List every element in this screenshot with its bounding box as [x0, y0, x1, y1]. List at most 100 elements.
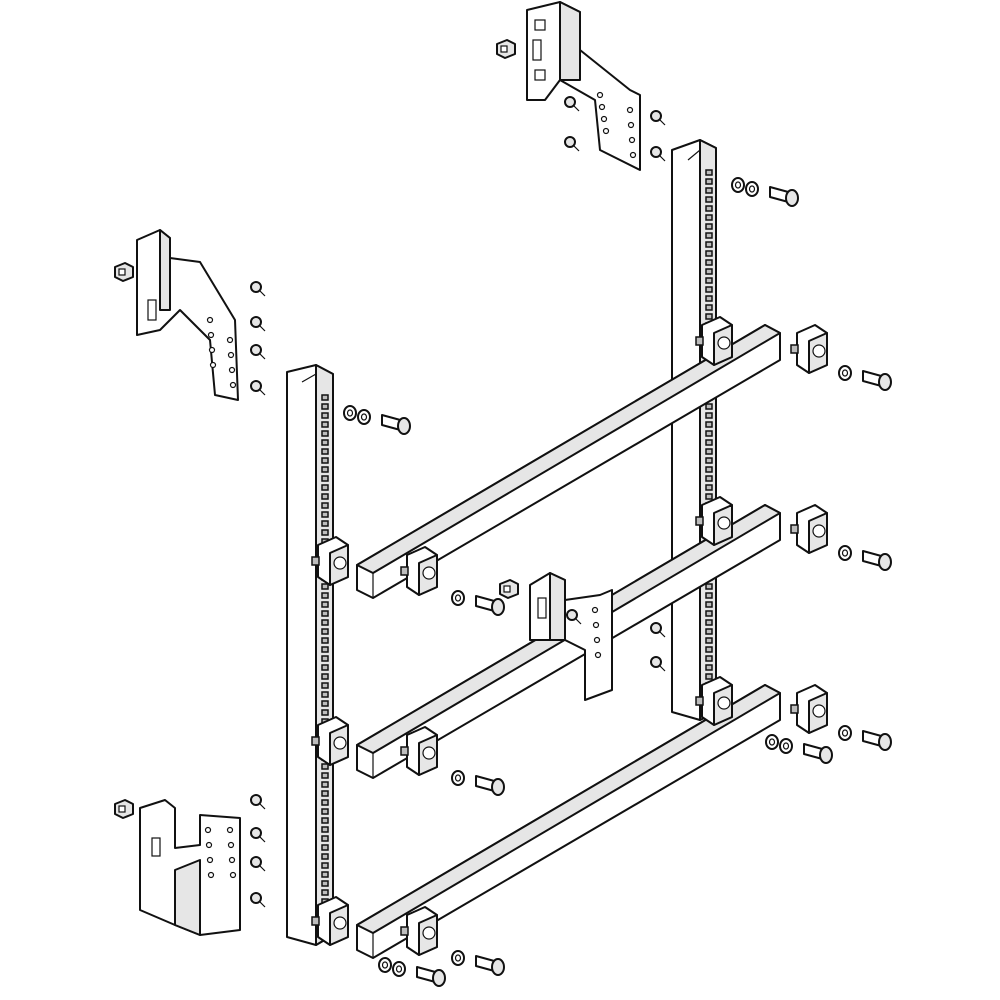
- bar-clamp: [790, 504, 828, 554]
- rail-slot: [705, 493, 713, 500]
- rail-slot: [321, 853, 329, 860]
- rail-slot: [705, 664, 713, 671]
- rail-slot: [321, 637, 329, 644]
- tapping-screw: [250, 281, 266, 297]
- left-upper-bracket: [136, 229, 239, 401]
- cage-nut: [114, 262, 134, 282]
- rail-slot: [321, 772, 329, 779]
- rail-slot: [321, 484, 329, 491]
- rail-slot: [705, 268, 713, 275]
- rail-slot: [705, 187, 713, 194]
- bolt-head: [785, 189, 799, 207]
- rail-slot: [321, 583, 329, 590]
- rail-slot: [321, 790, 329, 797]
- left-lower-bracket: [139, 799, 241, 936]
- rail-slot: [705, 610, 713, 617]
- rail-slot: [705, 655, 713, 662]
- rail-slot: [321, 844, 329, 851]
- rail-slot: [321, 862, 329, 869]
- rail-slot: [705, 439, 713, 446]
- rail-slot: [321, 466, 329, 473]
- rail-slot: [321, 511, 329, 518]
- rail-slot: [705, 286, 713, 293]
- bolt-head: [397, 417, 411, 435]
- rail-slot: [321, 529, 329, 536]
- bolt-with-washers: [731, 177, 799, 207]
- rail-slot: [321, 673, 329, 680]
- bolt-head: [432, 969, 446, 987]
- rail-slot: [321, 601, 329, 608]
- rail-slot: [705, 250, 713, 257]
- bolt-head: [878, 553, 892, 571]
- rail-slot: [321, 646, 329, 653]
- cage-nut: [499, 579, 519, 599]
- rail-slot: [705, 295, 713, 302]
- rail-slot: [321, 691, 329, 698]
- rail-slot: [321, 403, 329, 410]
- rail-slot: [321, 835, 329, 842]
- tapping-screw: [650, 656, 666, 672]
- bolt-head: [819, 746, 833, 764]
- tapping-screw: [566, 609, 582, 625]
- rail-slot: [321, 502, 329, 509]
- tapping-screw: [564, 96, 580, 112]
- left-vertical-rail: [286, 364, 334, 946]
- tapping-screw: [650, 146, 666, 162]
- bolt-with-washers: [838, 365, 892, 391]
- rail-slot: [705, 592, 713, 599]
- rail-slot: [705, 646, 713, 653]
- rail-slot: [321, 493, 329, 500]
- rail-slot: [321, 475, 329, 482]
- rail-slot: [705, 421, 713, 428]
- rail-slot: [321, 889, 329, 896]
- rail-slot: [705, 457, 713, 464]
- bar-clamp: [695, 676, 733, 726]
- rail-slot: [705, 205, 713, 212]
- rail-slot: [321, 448, 329, 455]
- middle-bracket: [529, 572, 613, 701]
- rail-slot: [705, 673, 713, 680]
- bolt-with-washers: [378, 957, 446, 987]
- tapping-screw: [650, 622, 666, 638]
- rail-slot: [321, 700, 329, 707]
- rail-slot: [321, 457, 329, 464]
- bolt-head: [491, 778, 505, 796]
- rail-slot: [705, 169, 713, 176]
- tapping-screw: [250, 316, 266, 332]
- rail-slot: [705, 412, 713, 419]
- rail-slot: [705, 313, 713, 320]
- rail-slot: [321, 709, 329, 716]
- bolt-head: [491, 958, 505, 976]
- rail-slot: [321, 610, 329, 617]
- bolt-with-washers: [451, 770, 505, 796]
- tapping-screw: [250, 794, 266, 810]
- rail-slot: [705, 277, 713, 284]
- bar-clamp: [400, 906, 438, 956]
- rail-slot: [321, 520, 329, 527]
- rail-slot: [705, 475, 713, 482]
- rail-slot: [705, 466, 713, 473]
- rail-slot: [321, 394, 329, 401]
- bar-clamp: [400, 726, 438, 776]
- rail-slot: [321, 655, 329, 662]
- tapping-screw: [250, 380, 266, 396]
- rail-slot: [321, 592, 329, 599]
- rail-slot: [705, 583, 713, 590]
- rail-slot: [705, 448, 713, 455]
- rail-slot: [321, 880, 329, 887]
- bolt-head: [491, 598, 505, 616]
- bolt-head: [878, 373, 892, 391]
- rail-slot: [705, 232, 713, 239]
- bar-clamp: [311, 716, 349, 766]
- rail-slot: [705, 430, 713, 437]
- rail-slot: [705, 637, 713, 644]
- rail-slot: [321, 817, 329, 824]
- rail-slot: [705, 196, 713, 203]
- rail-slot: [705, 601, 713, 608]
- rail-slot: [321, 628, 329, 635]
- bolt-with-washers: [838, 545, 892, 571]
- rail-slot: [321, 421, 329, 428]
- bolt-with-washers: [451, 590, 505, 616]
- bolt-with-washers: [765, 734, 833, 764]
